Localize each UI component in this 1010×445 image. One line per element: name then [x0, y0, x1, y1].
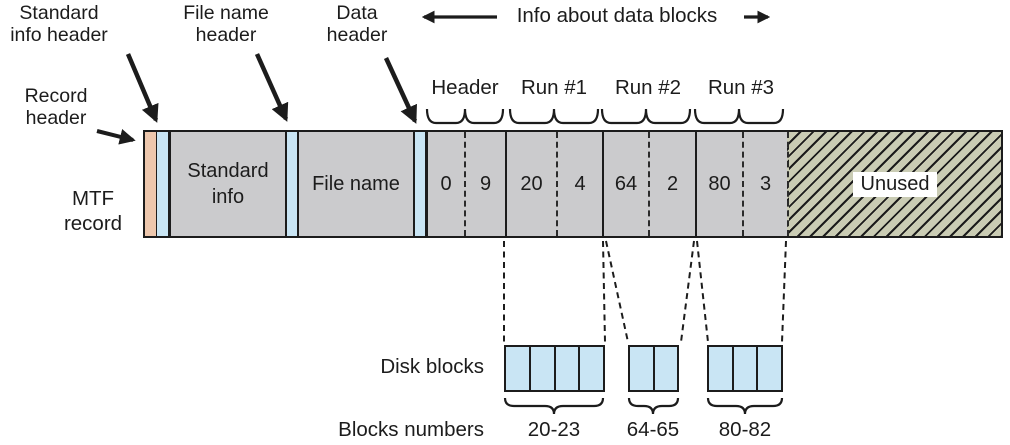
info-about-data-blocks-label: Info about data blocks: [516, 4, 718, 27]
disk-block-cell: [630, 347, 653, 390]
data-header-arrow: [383, 57, 418, 124]
run2-count-cell: 2: [648, 132, 695, 236]
data-header-label: Data header: [326, 2, 388, 46]
run2-start-cell: 64: [602, 132, 648, 236]
disk-blocks-group-1: [504, 345, 605, 392]
disk-block-cell: [709, 347, 732, 390]
run3-brace: [693, 108, 785, 125]
standard-info-header-arrow: [125, 53, 159, 123]
blocks-range-3: 80-82: [718, 418, 772, 441]
connector-run3-right: [781, 240, 787, 343]
connector-run3-left: [696, 240, 709, 343]
standard-info-text: Standard info: [187, 160, 269, 208]
blocks1-brace: [503, 397, 605, 415]
record-header-arrow: [96, 129, 136, 145]
data-header-segment: [413, 132, 425, 236]
mtf-record-label: MTF record: [63, 187, 123, 235]
record-header-segment: [145, 132, 156, 236]
disk-block-cell: [756, 347, 781, 390]
standard-info-segment: Standard info: [168, 132, 285, 236]
run3-label: Run #3: [707, 76, 775, 99]
run1-label: Run #1: [520, 76, 588, 99]
file-name-header-arrow: [254, 53, 289, 122]
mtf-record-bar: Standard info File name 0 9 20 4 64 2 80…: [143, 130, 1003, 238]
disk-blocks-group-3: [707, 345, 783, 392]
run3-start-cell: 80: [695, 132, 742, 236]
connector-run2-right: [680, 240, 695, 343]
disk-block-cell: [731, 347, 757, 390]
standard-info-header-label: Standard info header: [10, 2, 108, 46]
record-header-label: Record header: [24, 85, 88, 129]
run2-brace: [600, 108, 692, 125]
run1-start-cell: 20: [505, 132, 556, 236]
run3-count-cell: 3: [742, 132, 787, 236]
blocks-range-2: 64-65: [626, 418, 680, 441]
file-name-header-segment: [285, 132, 297, 236]
unused-label: Unused: [852, 171, 938, 197]
file-name-segment: File name: [297, 132, 413, 236]
connector-run1-right: [602, 240, 606, 343]
run1-brace: [508, 108, 600, 125]
connector-run2-left: [605, 240, 629, 343]
disk-block-cell: [528, 347, 554, 390]
file-name-header-label: File name header: [183, 2, 269, 46]
disk-block-cell: [506, 347, 529, 390]
run2-label: Run #2: [614, 76, 682, 99]
header-cell-first-block: 0: [425, 132, 464, 236]
disk-block-cell: [553, 347, 579, 390]
blocks2-brace: [627, 397, 680, 415]
disk-blocks-group-2: [628, 345, 679, 392]
disk-blocks-label: Disk blocks: [380, 355, 484, 378]
header-cell-count: 9: [464, 132, 505, 236]
disk-block-cell: [652, 347, 678, 390]
header-brace-label: Header: [431, 76, 499, 99]
header-brace: [425, 108, 505, 125]
blocks-range-1: 20-23: [527, 418, 581, 441]
run1-count-cell: 4: [556, 132, 602, 236]
blocks3-brace: [706, 397, 784, 415]
standard-info-header-segment: [156, 132, 168, 236]
disk-block-cell: [578, 347, 603, 390]
blocks-numbers-label: Blocks numbers: [338, 418, 484, 441]
unused-segment: Unused: [787, 132, 1001, 236]
